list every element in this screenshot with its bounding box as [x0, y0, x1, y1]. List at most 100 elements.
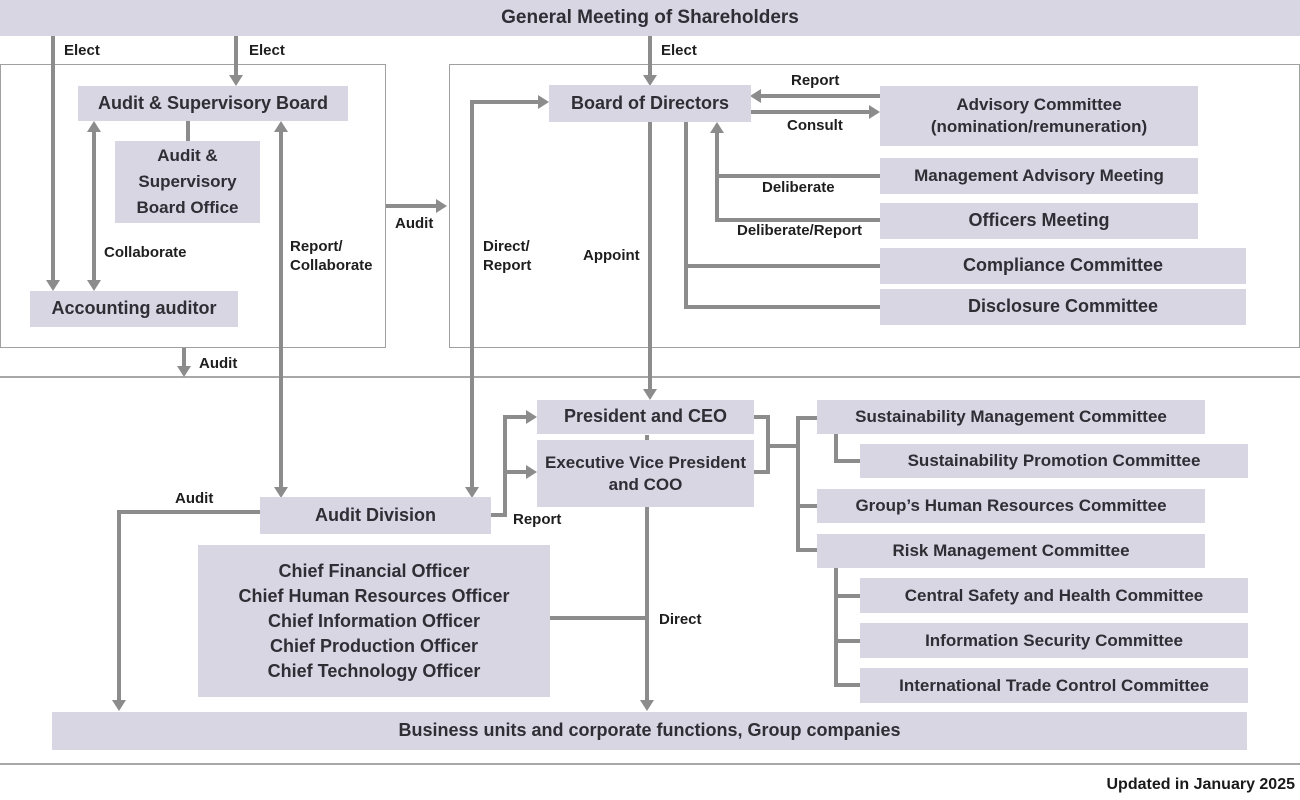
edge-pres-stub: [754, 415, 770, 419]
edge-pres-evp-tick: [645, 435, 649, 440]
node-group-hr-committee: Group’s Human Resources Committee: [817, 489, 1205, 523]
arrow-down-icon: [229, 75, 243, 86]
edge-infosec-stub: [834, 639, 860, 643]
edge-ad-report-stub: [491, 513, 507, 517]
node-disclosure-committee: Disclosure Committee: [880, 289, 1246, 325]
edge-trade-stub: [834, 683, 860, 687]
node-central-safety-health-committee: Central Safety and Health Committee: [860, 578, 1248, 613]
edge-compliance-vline: [684, 122, 688, 309]
node-chief-officers: Chief Financial Officer Chief Human Reso…: [198, 545, 550, 697]
edge-safety-stub: [834, 594, 860, 598]
chief-officer-item: Chief Human Resources Officer: [238, 585, 510, 606]
edge-audit-groups-line: [386, 204, 436, 208]
arrow-down-icon: [274, 487, 288, 498]
chief-officer-item: Chief Financial Officer: [278, 560, 470, 581]
edge-audit-down-line: [182, 348, 186, 367]
label-audit-down: Audit: [199, 355, 238, 372]
edge-audit-business-hline: [117, 510, 260, 514]
edge-asb-office-tick: [186, 121, 190, 141]
label-appoint: Appoint: [583, 247, 640, 264]
edge-report-collaborate-line: [279, 129, 283, 488]
edge-report-advisory-line: [758, 94, 880, 98]
edge-consult-line: [751, 110, 870, 114]
label-deliberate: Deliberate: [762, 179, 835, 196]
edge-bracket-vline2: [796, 416, 800, 552]
arrow-down-icon: [46, 280, 60, 291]
label-audit-business: Audit: [175, 490, 214, 507]
edge-ad-report-vline: [503, 415, 507, 517]
edge-disclosure-hline: [684, 305, 880, 309]
label-direct: Direct: [659, 611, 702, 628]
edge-direct-report-vline: [470, 100, 474, 488]
updated-date-label: Updated in January 2025: [1106, 776, 1295, 793]
edge-direct-vline: [645, 507, 649, 701]
edge-direct-report-hline: [470, 100, 539, 104]
arrow-left-icon: [750, 89, 761, 103]
edge-compliance-hline: [684, 264, 880, 268]
arrow-right-icon: [538, 95, 549, 109]
label-deliberate-report: Deliberate/Report: [737, 222, 863, 239]
label-collaborate: Collaborate: [104, 244, 187, 261]
edge-chiefs-hline: [550, 616, 648, 620]
chief-officer-item: Chief Technology Officer: [267, 660, 481, 681]
label-direct-report: Direct/ Report: [483, 238, 532, 274]
node-compliance-committee: Compliance Committee: [880, 248, 1246, 284]
edge-ad-report-h1: [503, 415, 527, 419]
edge-audit-business-vline: [117, 510, 121, 701]
arrow-down-icon: [112, 700, 126, 711]
node-sustainability-management-committee: Sustainability Management Committee: [817, 400, 1205, 434]
arrow-up-icon: [274, 121, 288, 132]
edge-sustpromo-hline: [834, 459, 860, 463]
node-evp-coo: Executive Vice President and COO: [537, 440, 754, 507]
label-consult: Consult: [787, 117, 843, 134]
edge-elect-accounting-line: [51, 36, 55, 280]
edge-evp-stub: [754, 470, 770, 474]
node-audit-supervisory-board-office: Audit & Supervisory Board Office: [115, 141, 260, 223]
label-audit-asb-bod: Audit: [395, 215, 434, 232]
general-meeting-banner: General Meeting of Shareholders: [0, 0, 1300, 36]
arrow-right-icon: [526, 465, 537, 479]
arrow-down-icon: [640, 700, 654, 711]
edge-sust-stub: [796, 416, 817, 420]
node-accounting-auditor: Accounting auditor: [30, 291, 238, 327]
node-risk-management-committee: Risk Management Committee: [817, 534, 1205, 568]
label-report-collaborate: Report/ Collaborate: [290, 238, 373, 274]
node-officers-meeting: Officers Meeting: [880, 203, 1198, 239]
label-report-advisory: Report: [791, 72, 840, 89]
arrow-down-icon: [643, 389, 657, 400]
arrow-down-icon: [465, 487, 479, 498]
arrow-right-icon: [436, 199, 447, 213]
label-elect-asb: Elect: [249, 42, 285, 59]
node-president-ceo: President and CEO: [537, 400, 754, 434]
arrow-down-icon: [177, 366, 191, 377]
label-report-audit-division: Report: [513, 511, 562, 528]
edge-deliberate-h1: [715, 174, 880, 178]
node-information-security-committee: Information Security Committee: [860, 623, 1248, 658]
general-meeting-title: General Meeting of Shareholders: [501, 7, 799, 28]
edge-elect-asb-line: [234, 36, 238, 76]
node-advisory-committee: Advisory Committee (nomination/remunerat…: [880, 86, 1198, 146]
edge-elect-bod-line: [648, 36, 652, 76]
edge-hr-stub: [796, 504, 817, 508]
chief-officer-item: Chief Information Officer: [267, 610, 480, 631]
node-audit-supervisory-board: Audit & Supervisory Board: [78, 86, 348, 121]
node-business-units: Business units and corporate functions, …: [52, 712, 1247, 750]
edge-deliberate-h2: [715, 218, 880, 222]
edge-appoint-line: [648, 122, 652, 391]
node-international-trade-control-committee: International Trade Control Committee: [860, 668, 1248, 703]
node-board-of-directors: Board of Directors: [549, 85, 751, 122]
label-elect-accounting: Elect: [64, 42, 100, 59]
footer-divider: [0, 763, 1300, 765]
edge-bracket-mid-h: [766, 444, 800, 448]
node-sustainability-promotion-committee: Sustainability Promotion Committee: [860, 444, 1248, 478]
edge-risk-sub-vline: [834, 568, 838, 687]
arrow-right-icon: [869, 105, 880, 119]
node-audit-division: Audit Division: [260, 497, 491, 534]
edge-ad-report-h2: [503, 470, 527, 474]
arrow-up-icon: [87, 121, 101, 132]
node-management-advisory-meeting: Management Advisory Meeting: [880, 158, 1198, 194]
edge-collaborate-line: [92, 129, 96, 282]
arrow-down-icon: [643, 75, 657, 86]
arrow-down-icon: [87, 280, 101, 291]
